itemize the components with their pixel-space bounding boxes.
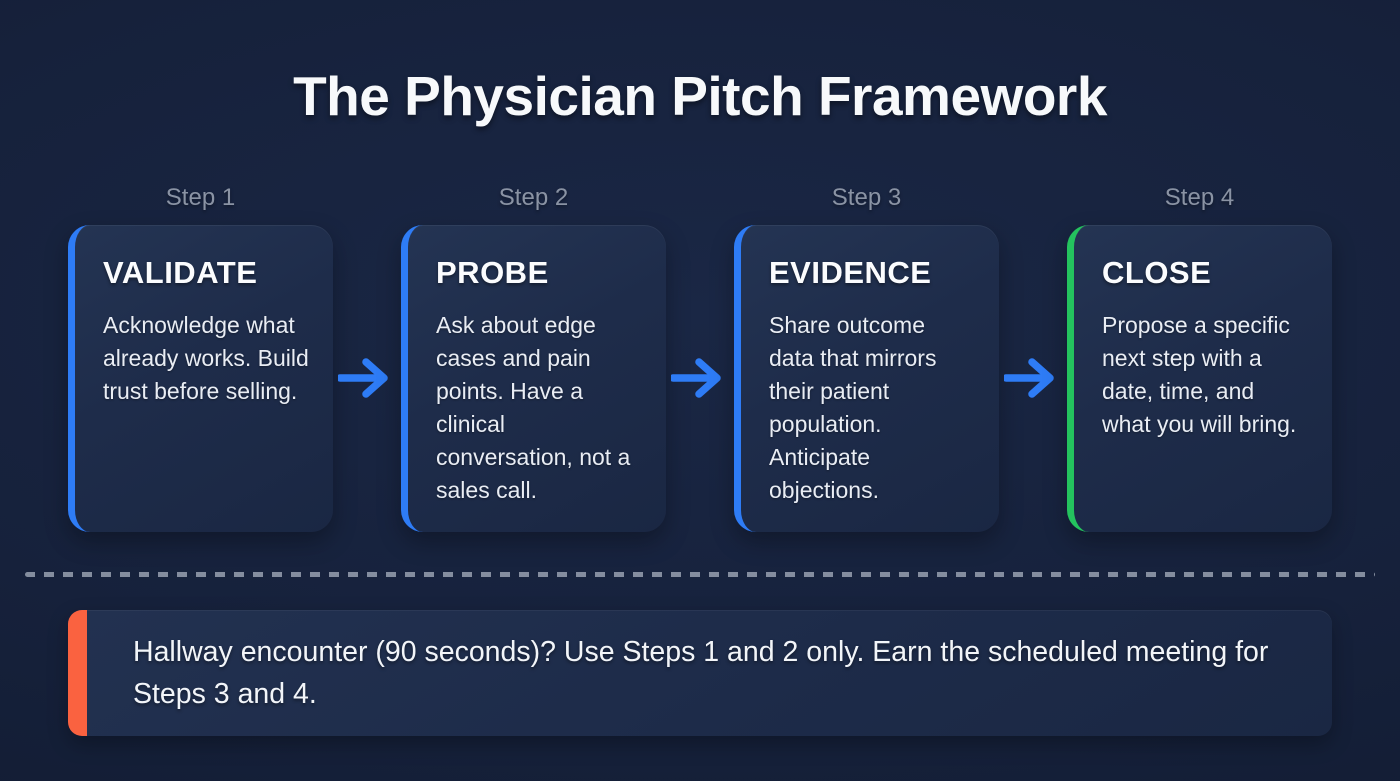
arrow-cell xyxy=(999,184,1067,532)
step-column-evidence: Step 3 EVIDENCE Share outcome data that … xyxy=(734,184,999,532)
page-title: The Physician Pitch Framework xyxy=(293,65,1107,127)
step-column-probe: Step 2 PROBE Ask about edge cases and pa… xyxy=(401,184,666,532)
step-card-description: Ask about edge cases and pain points. Ha… xyxy=(436,312,631,503)
step-card-heading: EVIDENCE xyxy=(769,255,932,290)
step-card-probe: PROBE Ask about edge cases and pain poin… xyxy=(401,225,666,532)
arrow-cell xyxy=(333,184,401,532)
right-arrow-icon xyxy=(671,357,721,398)
step-card-heading: VALIDATE xyxy=(103,255,258,290)
callout-text: Hallway encounter (90 seconds)? Use Step… xyxy=(133,636,1269,710)
step-card-description: Propose a specific next step with a date… xyxy=(1102,312,1297,437)
steps-row: Step 1 VALIDATE Acknowledge what already… xyxy=(68,184,1332,532)
step-card-close: CLOSE Propose a specific next step with … xyxy=(1067,225,1332,532)
callout-box: Hallway encounter (90 seconds)? Use Step… xyxy=(68,610,1332,736)
step-label: Step 3 xyxy=(831,184,902,211)
step-card-heading: PROBE xyxy=(436,255,549,290)
step-card-evidence: EVIDENCE Share outcome data that mirrors… xyxy=(734,225,999,532)
step-column-validate: Step 1 VALIDATE Acknowledge what already… xyxy=(68,184,333,532)
right-arrow-icon xyxy=(338,357,388,398)
right-arrow-icon xyxy=(1004,357,1054,398)
dashed-divider xyxy=(25,572,1375,577)
step-label: Step 1 xyxy=(165,184,236,211)
step-card-validate: VALIDATE Acknowledge what already works.… xyxy=(68,225,333,532)
step-label: Step 4 xyxy=(1164,184,1235,211)
step-card-description: Share outcome data that mirrors their pa… xyxy=(769,312,937,503)
step-column-close: Step 4 CLOSE Propose a specific next ste… xyxy=(1067,184,1332,532)
step-label: Step 2 xyxy=(498,184,569,211)
step-card-heading: CLOSE xyxy=(1102,255,1212,290)
step-card-description: Acknowledge what already works. Build tr… xyxy=(103,312,309,404)
arrow-cell xyxy=(666,184,734,532)
